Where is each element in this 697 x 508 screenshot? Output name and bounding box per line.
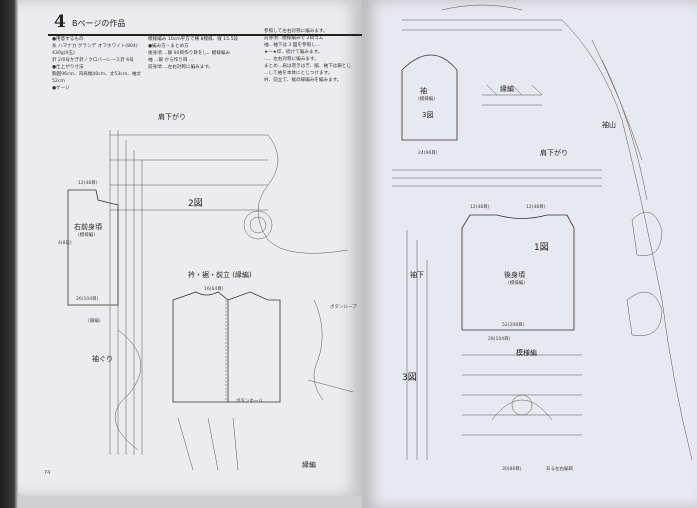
figure3a-label: 3図 xyxy=(422,111,434,119)
pattern-number: 4 xyxy=(54,12,66,32)
figure1-label: 1図 xyxy=(534,243,549,253)
left-diagram xyxy=(67,130,354,471)
sleeve-pattern-label: (模様編) xyxy=(418,97,436,102)
edge-stitch-label: 縁編 xyxy=(302,461,316,469)
right-diagram xyxy=(392,4,693,461)
chain-stitch-label: (鎖編) xyxy=(88,319,101,324)
header-title: Bページの作品 xyxy=(72,19,126,28)
dim-12-right: 12(48目) xyxy=(470,205,490,210)
pattern-stitch-label: (模様編) xyxy=(78,233,96,238)
instructions-text: 模様編み 10cm平方で横 8模様、縦 15.5段 ●編み方・まとめ方 後身頃 … xyxy=(148,37,239,70)
shoulder-label: 肩下がり xyxy=(158,113,186,121)
button-loop-label: ボタンループ xyxy=(330,305,357,310)
right-front-label: 右前身頃 xyxy=(74,223,102,231)
figure2-label: 2図 xyxy=(188,199,203,209)
back-pattern-label: (模様編) xyxy=(508,281,526,286)
sleeve-label: 袖 xyxy=(420,87,427,95)
collar-title: 衿・裾・前立 (縁編) xyxy=(188,271,252,279)
dim-sleeve: 24(96目) xyxy=(418,151,438,156)
page-header: 4 Bページの作品 xyxy=(48,12,368,36)
dim-12: 12(48目) xyxy=(78,181,98,186)
armhole-label: 袖ぐり xyxy=(92,355,113,363)
right-page: 袖 (模様編) 3図 縁編 袖山 肩下がり 1図 後身頃 (模様編) 袖下 模様… xyxy=(362,0,697,508)
left-page: 4 Bページの作品 ●用意するもの 糸 ハマナカ グランデ オフホワイト(804… xyxy=(18,0,368,496)
dim-12b: 12(48目) xyxy=(526,205,546,210)
dim-28: 28(104目) xyxy=(488,337,511,342)
lace-chart-right xyxy=(392,4,693,461)
right-front-schematic xyxy=(67,189,119,306)
page-number: 74 xyxy=(44,470,51,476)
dim-26: 26(104目) xyxy=(76,297,99,302)
sleeve-under-label: 袖下 xyxy=(410,271,424,279)
bottom-note: ある左右編目 xyxy=(546,467,573,472)
sleeve-top-label: 袖山 xyxy=(602,121,616,129)
sleeve-schematic xyxy=(401,54,458,141)
button-hole-label: ボタンホール xyxy=(236,399,263,404)
dim-16: 16(64目) xyxy=(204,287,224,292)
dim-bottom: 30(88目) xyxy=(502,467,522,472)
shoulder-label-right: 肩下がり xyxy=(540,149,568,157)
back-schematic xyxy=(461,214,575,331)
lace-chart-left xyxy=(109,130,349,471)
dim-back: 52(208目) xyxy=(502,323,525,328)
back-label: 後身頃 xyxy=(504,271,525,279)
materials-text: ●用意するもの 糸 ハマナカ グランデ オフホワイト(804) 430g(9玉)… xyxy=(52,37,142,91)
edge-stitch-label-right: 縁編 xyxy=(500,85,514,93)
dim-4: 4(8段) xyxy=(58,241,72,246)
assembly-text: 参照して左右対称に編みます。 前身頃...模様編みで 2目ゴム 袖…袖下は 3 … xyxy=(264,29,352,83)
collar-schematic xyxy=(172,291,229,403)
pattern-stitch-label-right: 模様編 xyxy=(516,349,537,357)
figure3b-label: 3図 xyxy=(402,373,417,383)
